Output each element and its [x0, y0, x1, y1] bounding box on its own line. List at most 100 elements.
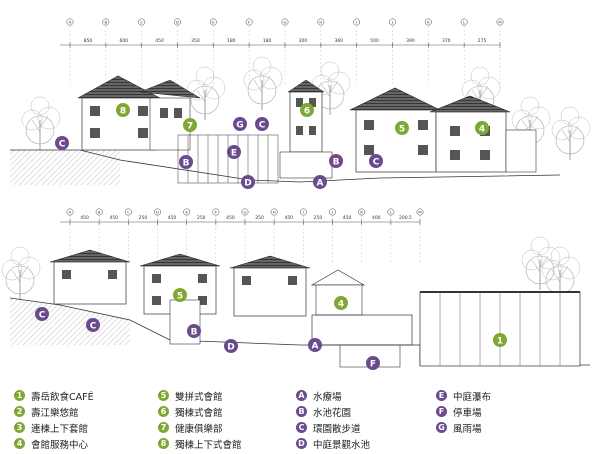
marker-badge: 5: [158, 390, 169, 401]
grid-head-label: B: [98, 210, 101, 215]
marker-circle: [116, 103, 130, 117]
legend-item-e: E 中庭瀑布: [436, 388, 491, 403]
grid-head: [496, 18, 504, 26]
legend-item-c: C 環園散步道: [296, 420, 370, 435]
dimension-label: 250: [139, 215, 148, 221]
dimension-label: 250: [255, 215, 264, 221]
marker-c: C: [35, 307, 49, 321]
grid-head: [138, 18, 146, 26]
dimension-label: 275: [478, 38, 487, 44]
marker-circle: [35, 307, 49, 321]
dimension-label: 500: [370, 38, 379, 44]
marker-label: E: [231, 148, 237, 158]
marker-label: C: [59, 139, 66, 149]
marker-f: F: [366, 356, 380, 370]
marker-circle: [173, 288, 187, 302]
grid-head-label: I: [303, 210, 304, 215]
marker-label: D: [244, 178, 251, 188]
legend-label: 壽江樂悠館: [31, 407, 79, 419]
grid-head-label: E: [185, 210, 188, 215]
grid-head: [389, 18, 396, 26]
dimension-ticks: [69, 216, 421, 262]
marker-circle: [308, 338, 322, 352]
grid-head-label: K: [427, 20, 430, 25]
marker-badge: C: [296, 422, 307, 433]
marker-c: C: [55, 136, 69, 150]
building-8-elevation: [77, 75, 201, 151]
grid-head: [317, 18, 325, 26]
marker-b: B: [187, 324, 201, 338]
building-4-elevation: [429, 95, 537, 173]
marker-circle: [241, 175, 255, 189]
marker-label: B: [183, 158, 190, 168]
grid-head: [387, 208, 395, 216]
grid-head: [124, 208, 132, 216]
grid-head-label: C: [127, 210, 130, 215]
grid-head-label: D: [156, 210, 159, 215]
marker-badge: E: [436, 390, 447, 401]
grid-head: [102, 18, 110, 26]
marker-circle: [233, 117, 247, 131]
legend-label: 停車場: [453, 407, 482, 419]
legend-label: 中庭瀑布: [453, 391, 492, 403]
grid-head: [154, 208, 161, 216]
marker-a: A: [308, 338, 322, 352]
grid-head-label: H: [273, 210, 276, 215]
grid-head-label: B: [105, 20, 108, 25]
building-5-elevation: [349, 87, 441, 173]
marker-label: 4: [479, 124, 485, 134]
grid-head-label: F: [215, 210, 217, 215]
dimension-label: 200.5: [399, 215, 412, 221]
grid-head: [66, 208, 74, 216]
legend-label: 風雨場: [453, 423, 482, 435]
marker-circle: [55, 136, 69, 150]
grid-head-label: G: [284, 20, 287, 25]
legend-label: 連棟上下套館: [31, 423, 89, 435]
marker-circle: [224, 339, 238, 353]
grid-head: [270, 208, 278, 216]
marker-a: A: [313, 175, 327, 189]
legend-label: 水池花園: [313, 407, 352, 419]
grid-head-label: J: [391, 20, 393, 25]
dimension-label: 850: [84, 38, 93, 44]
marker-circle: [369, 154, 383, 168]
dimension-label: 450: [109, 215, 118, 221]
terrace-houses-elevation: [49, 249, 311, 345]
legend-label: 環園散步道: [313, 423, 361, 435]
grid-head-label: D: [176, 20, 179, 25]
marker-circle: [86, 318, 100, 332]
legend-label: 會館服務中心: [31, 439, 89, 451]
grid-head: [212, 208, 220, 216]
marker-label: G: [236, 120, 243, 130]
marker-4: 4: [475, 121, 489, 135]
marker-g: G: [233, 117, 247, 131]
legend-label: 雙拼式會館: [175, 391, 223, 403]
building-1-elevation: [419, 291, 581, 367]
marker-label: C: [259, 120, 266, 130]
marker-badge: 3: [14, 422, 25, 433]
grid-head-label: J: [331, 210, 333, 215]
grid-head-label: A: [69, 20, 72, 25]
marker-label: B: [333, 157, 340, 167]
grid-head: [329, 208, 336, 216]
grid-head: [66, 18, 74, 26]
marker-c: C: [86, 318, 100, 332]
legend-label: 獨棟式會館: [175, 407, 223, 419]
marker-badge: D: [296, 438, 307, 449]
marker-circle: [255, 117, 269, 131]
marker-d: D: [241, 175, 255, 189]
dimension-ticks: [69, 26, 501, 85]
